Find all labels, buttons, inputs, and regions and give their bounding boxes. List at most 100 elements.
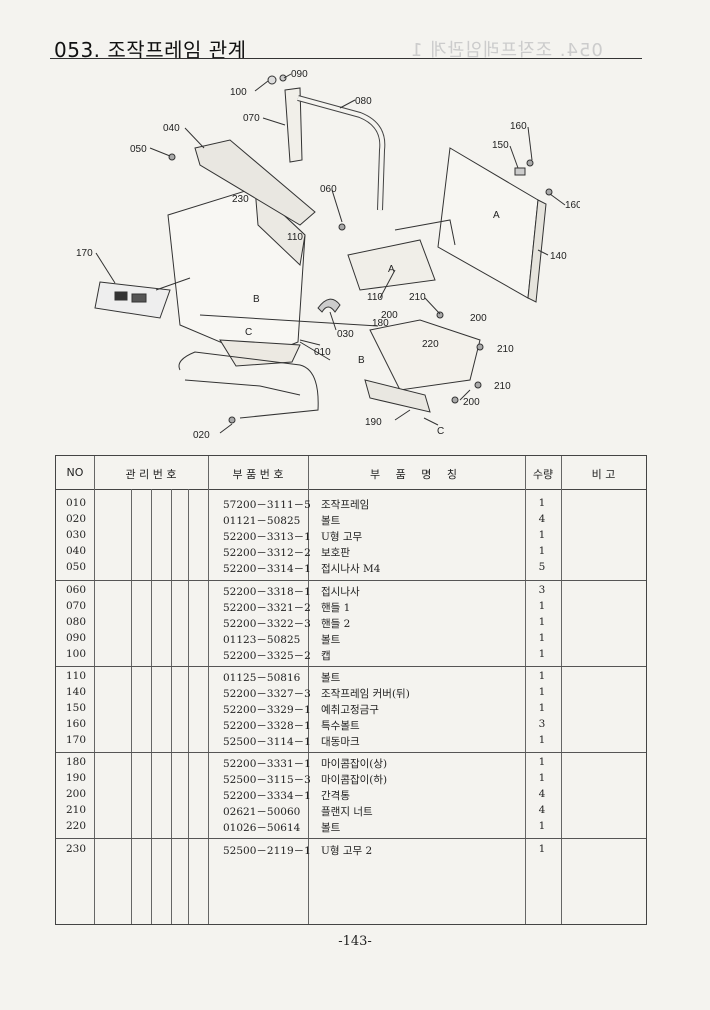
marker-b-handle: B [358, 355, 365, 366]
row-quantity: 1 [538, 497, 546, 509]
row-part-number: 52200－3313－1 [223, 531, 311, 543]
table-row: 160 52200－3328－1 특수볼트 3 [56, 718, 646, 734]
row-part-number: 57200－3111－5 [223, 499, 311, 511]
row-part-number: 52200－3327－3 [223, 688, 311, 700]
row-part-number: 52200－3329－1 [223, 704, 311, 716]
table-row: 070 52200－3321－2 핸들 1 1 [56, 600, 646, 616]
callout-100: 100 [230, 87, 247, 98]
callout-020: 020 [193, 430, 210, 441]
cap [267, 75, 277, 85]
row-part-name: 핸들 1 [321, 602, 351, 614]
table-header-row [56, 456, 646, 490]
callout-200-bottom: 200 [463, 397, 480, 408]
callout-140: 140 [550, 251, 567, 262]
callout-070: 070 [243, 113, 260, 124]
marker-a-cover: A [493, 210, 500, 221]
callout-040: 040 [163, 123, 180, 134]
u-rubber [317, 298, 341, 313]
table-row: 060 52200－3318－1 접시나사 3 [56, 584, 646, 600]
row-part-number: 52200－3314－1 [223, 563, 311, 575]
page-number: -143- [338, 934, 372, 949]
table-row: 140 52200－3327－3 조작프레임 커버(뒤) 1 [56, 686, 646, 702]
row-part-number: 52500－3114－1 [223, 736, 311, 748]
row-part-number: 01125－50816 [223, 672, 301, 684]
row-no: 090 [66, 632, 87, 644]
row-part-number: 52200－3322－3 [223, 618, 311, 630]
row-part-number: 02621－50060 [223, 806, 301, 818]
callout-090: 090 [291, 69, 308, 80]
row-part-name: 접시나사 M4 [321, 563, 381, 575]
row-part-name: 예취고정금구 [321, 704, 379, 716]
callout-150: 150 [492, 140, 509, 151]
protection-plate [194, 139, 316, 226]
row-part-name: 볼트 [321, 634, 341, 646]
row-no: 060 [66, 584, 87, 596]
row-part-number: 01026－50614 [223, 822, 301, 834]
row-no: 140 [66, 686, 87, 698]
table-row: 200 52200－3334－1 간격통 4 [56, 788, 646, 804]
row-part-number: 01123－50825 [223, 634, 301, 646]
row-part-name: 캡 [321, 650, 331, 662]
row-quantity: 4 [538, 513, 546, 525]
row-quantity: 1 [538, 772, 546, 784]
callout-050: 050 [130, 144, 147, 155]
table-row: 030 52200－3313－1 U형 고무 1 [56, 529, 646, 545]
row-no: 200 [66, 788, 87, 800]
frame-side-panel [254, 186, 306, 267]
table-row: 050 52200－3314－1 접시나사 M4 5 [56, 561, 646, 577]
group-divider [56, 838, 646, 839]
row-no: 150 [66, 702, 87, 714]
header-quantity: 수량 [532, 468, 554, 481]
row-no: 230 [66, 843, 87, 855]
callout-160-top: 160 [510, 121, 527, 132]
row-quantity: 4 [538, 804, 546, 816]
row-no: 210 [66, 804, 87, 816]
callout-030: 030 [337, 329, 354, 340]
header-no: NO [66, 466, 84, 479]
row-quantity: 3 [538, 718, 546, 730]
callout-210-bottom: 210 [494, 381, 511, 392]
handle-1 [284, 87, 303, 163]
row-part-name: 접시나사 [321, 586, 360, 598]
microcom-handle-lower [364, 379, 431, 413]
row-no: 160 [66, 718, 87, 730]
row-part-number: 52200－3334－1 [223, 790, 311, 802]
header-part-name: 부 품 명 칭 [370, 468, 463, 481]
frame-foot [219, 339, 301, 367]
exploded-parts-diagram: 090 100 080 070 040 050 160 150 160 060 … [76, 69, 580, 441]
row-quantity: 5 [538, 561, 546, 573]
row-part-name: U형 고무 2 [321, 845, 373, 857]
row-no: 040 [66, 545, 87, 557]
row-part-name: 조작프레임 [321, 499, 370, 511]
table-row: 230 52500－2119－1 U형 고무 2 1 [56, 843, 646, 859]
row-quantity: 1 [538, 820, 546, 832]
row-part-number: 52200－3312－2 [223, 547, 311, 559]
row-quantity: 1 [538, 545, 546, 557]
row-quantity: 1 [538, 670, 546, 682]
table-row: 110 01125－50816 볼트 1 [56, 670, 646, 686]
table-row: 040 52200－3312－2 보호판 1 [56, 545, 646, 561]
row-quantity: 1 [538, 632, 546, 644]
callout-060: 060 [320, 184, 337, 195]
row-part-name: 볼트 [321, 515, 341, 527]
callout-110-upper: 110 [287, 232, 303, 243]
row-quantity: 1 [538, 616, 546, 628]
callout-210-mid: 210 [497, 344, 514, 355]
table-row: 080 52200－3322－3 핸들 2 1 [56, 616, 646, 632]
table-row: 100 52200－3325－2 캡 1 [56, 648, 646, 664]
table-row: 190 52500－3115－3 마이콤잡이(하) 1 [56, 772, 646, 788]
table-row: 220 01026－50614 볼트 1 [56, 820, 646, 836]
table-row: 210 02621－50060 플랜지 너트 4 [56, 804, 646, 820]
row-part-name: 플랜지 너트 [321, 806, 373, 818]
row-quantity: 1 [538, 686, 546, 698]
row-part-number: 52200－3328－1 [223, 720, 311, 732]
table-row: 180 52200－3331－1 마이콤잡이(상) 1 [56, 756, 646, 772]
row-quantity: 1 [538, 734, 546, 746]
bolt-090 [279, 74, 287, 82]
row-no: 030 [66, 529, 87, 541]
parts-table: NO 관 리 번 호 부 품 번 호 부 품 명 칭 수량 비 고 010 57… [55, 455, 647, 925]
table-row: 170 52500－3114－1 대동마크 1 [56, 734, 646, 750]
callout-110-lower: 110 [367, 292, 383, 303]
callout-170: 170 [76, 248, 93, 259]
row-part-number: 52200－3325－2 [223, 650, 311, 662]
